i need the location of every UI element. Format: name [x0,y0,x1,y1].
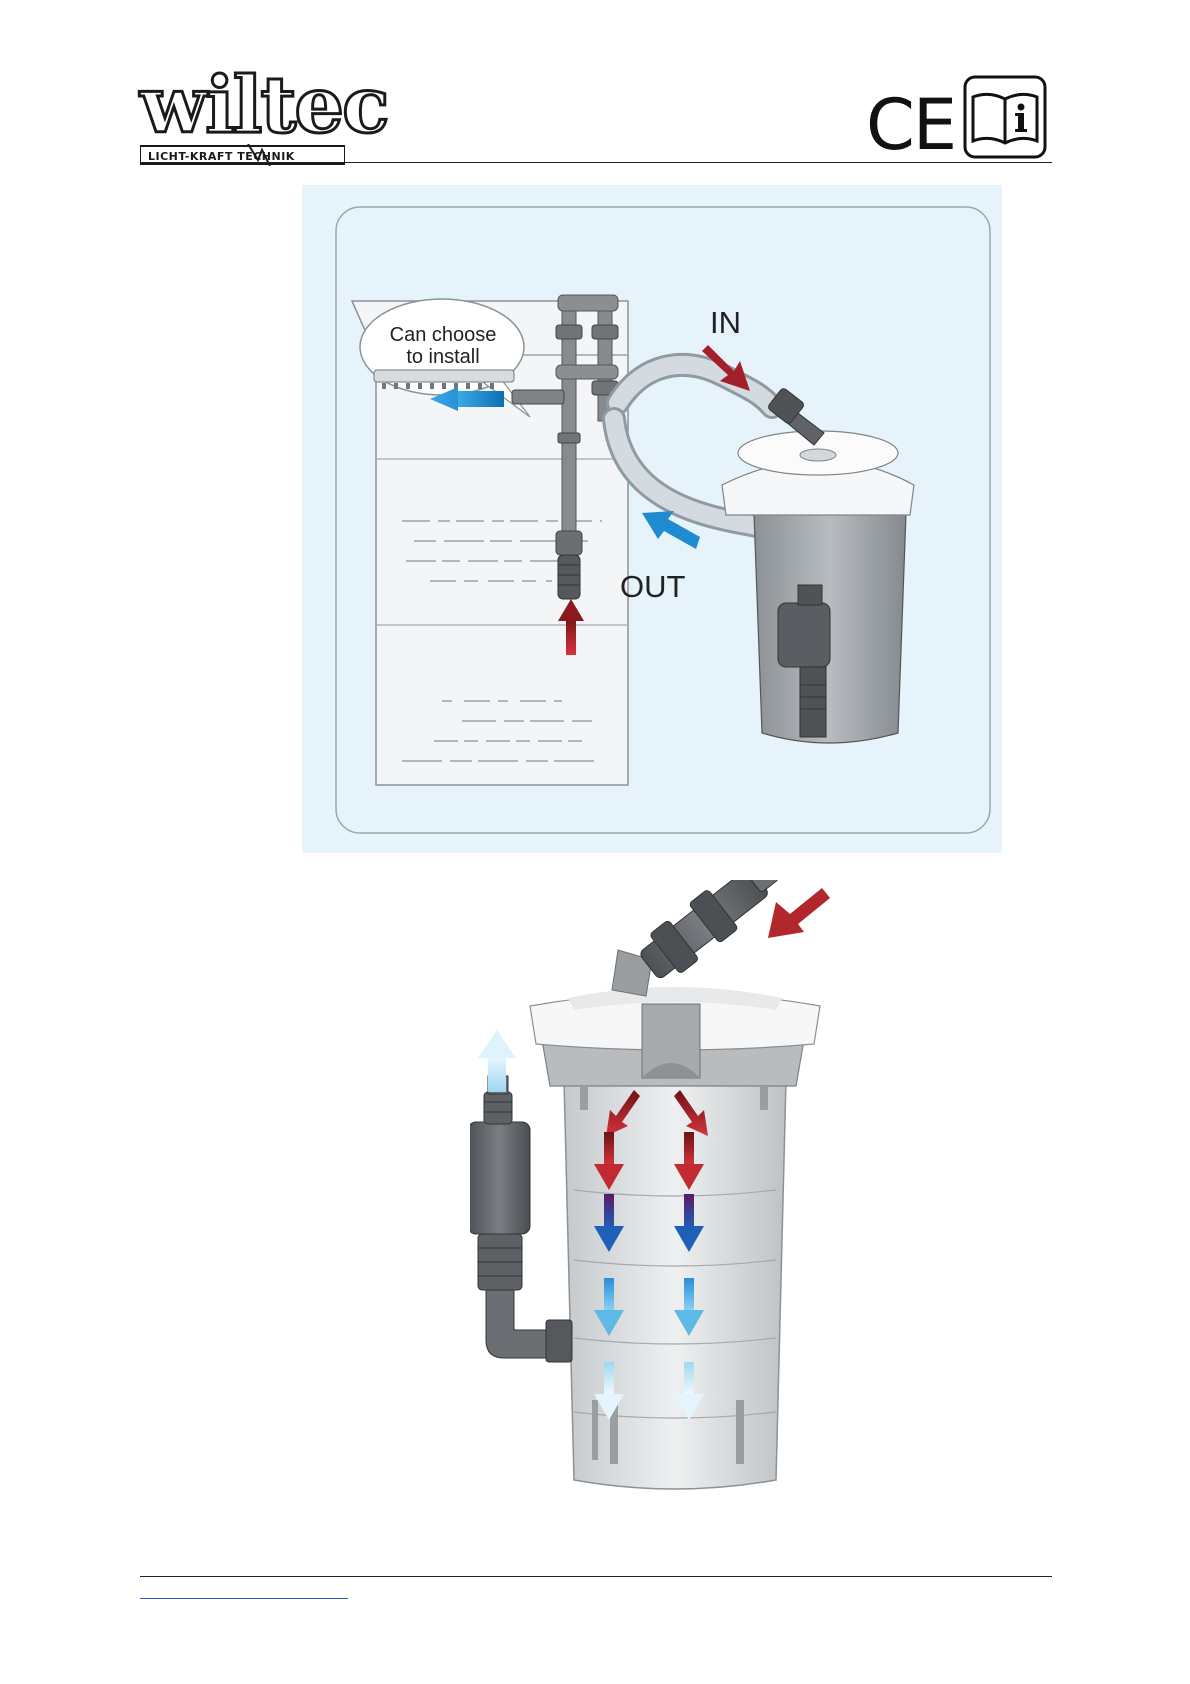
canister-flow-diagram [470,880,870,1500]
read-manual-icon [963,75,1047,159]
installation-diagram: Can choose to install [302,185,1002,853]
callout-line1: Can choose [390,324,497,346]
label-in: IN [710,305,741,340]
installation-diagram-panel: Can choose to install [302,185,1002,853]
footer-link-underline[interactable] [140,1598,348,1599]
side-pump [470,1076,572,1362]
arrow-outlet-up [478,1030,516,1092]
arrow-inlet [768,888,830,938]
callout-line2: to install [406,346,479,368]
footer-rule [140,1576,1052,1577]
label-out: OUT [620,569,686,604]
header-rule [140,162,1052,163]
logo-wordmark: wiltec [140,66,345,146]
ce-mark: CE [866,90,955,160]
wiltec-logo: wiltec LICHT-KRAFT TECHNIK [140,66,345,164]
